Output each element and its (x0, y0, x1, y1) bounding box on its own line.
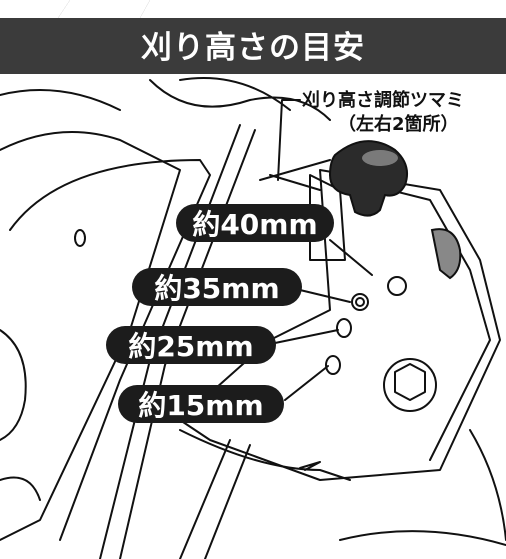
left-wheel-edge (0, 329, 27, 441)
page-title: 刈り高さの目安 (141, 29, 365, 66)
knob-callout-name: 刈り高さ調節ツマミ (302, 90, 464, 111)
leader-25 (274, 329, 339, 344)
knob-highlight (362, 150, 398, 166)
left-frame-outline (0, 131, 181, 541)
top-swirl-2 (179, 77, 291, 111)
left-inner-panel (9, 159, 211, 541)
hole-15 (325, 355, 341, 375)
lower-leg-2 (204, 444, 251, 559)
hole-25 (336, 318, 352, 338)
knob-leader (277, 99, 301, 181)
top-swirl-3 (0, 89, 121, 111)
lower-leg-1 (179, 439, 231, 559)
header: 刈り高さの目安 (0, 18, 506, 70)
leader-15 (284, 365, 329, 401)
frame-hole (74, 229, 86, 247)
wheel-hub (430, 228, 462, 280)
leader-35 (299, 289, 351, 303)
right-wheel-edge (469, 429, 506, 541)
bolt-hex (394, 363, 426, 401)
side-plate-inner (329, 174, 491, 461)
height-label-25: 約25mm (106, 326, 276, 364)
bolt-washer (383, 358, 437, 412)
hole-40 (387, 276, 407, 296)
lower-mark (299, 461, 321, 471)
bottom-curve (339, 530, 506, 546)
top-swirl-1 (149, 79, 331, 121)
left-lower-curve (0, 476, 41, 501)
knob-callout-note: （左右2箇所） (338, 114, 459, 135)
height-label-15: 約15mm (118, 385, 284, 423)
hole-35-inner (355, 297, 365, 307)
height-label-35: 約35mm (132, 268, 302, 306)
height-label-40: 約40mm (176, 204, 334, 242)
header-bar (0, 0, 506, 74)
leader-40 (329, 239, 373, 276)
top-swirl-4 (259, 159, 331, 181)
hole-35 (351, 293, 369, 311)
side-plate (179, 169, 501, 481)
lower-arm (179, 429, 351, 481)
